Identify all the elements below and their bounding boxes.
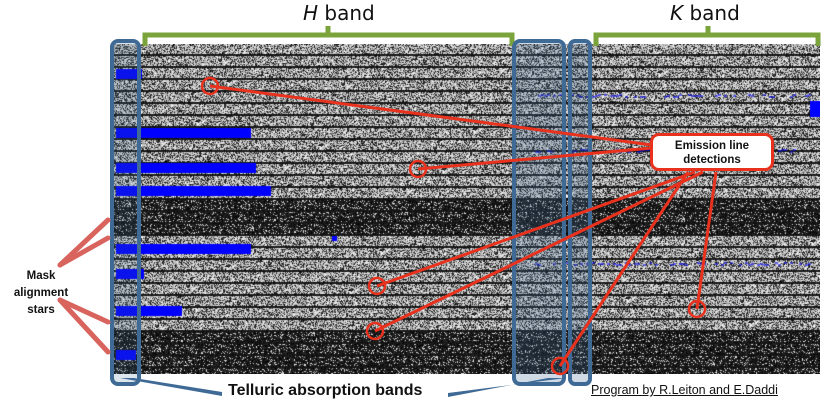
h-band-bracket <box>142 26 515 46</box>
callout-line-1: Emission line <box>674 140 750 152</box>
h-band-word: band <box>324 1 375 25</box>
k-band-letter: K <box>670 1 684 25</box>
telluric-pointer-right <box>448 378 566 397</box>
2d-spectra-image <box>112 44 820 374</box>
callout-line-2: detections <box>683 154 741 166</box>
k-band-title: K band <box>670 1 740 25</box>
h-band-letter: H <box>303 1 319 25</box>
mask-label-line-1: Mask alignment <box>13 270 69 299</box>
h-band-title: H band <box>303 1 375 25</box>
k-band-word: band <box>689 1 740 25</box>
mask-label-line-2: stars <box>27 304 55 316</box>
telluric-label: Telluric absorption bands <box>228 382 423 399</box>
program-credit: Program by R.Leiton and E.Daddi <box>591 383 778 397</box>
k-band-bracket <box>593 26 821 46</box>
telluric-pointer-left <box>120 378 222 396</box>
emission-line-callout: Emission line detections <box>650 133 774 171</box>
mask-alignment-label: Mask alignment stars <box>8 268 74 319</box>
